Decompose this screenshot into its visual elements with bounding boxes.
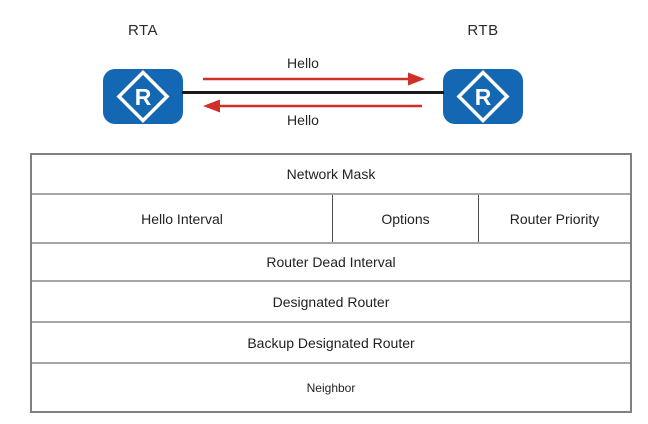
router-r-glyph: R [135, 84, 152, 110]
router-b-label: RTB [467, 22, 499, 39]
cell-hello-interval: Hello Interval [141, 210, 223, 227]
router-r-glyph: R [475, 84, 492, 110]
cell-router-dead-interval: Router Dead Interval [266, 254, 396, 270]
cell-options: Options [332, 195, 478, 242]
router-diamond-icon: R [456, 69, 510, 124]
table-row-neighbor: Neighbor [32, 362, 630, 411]
link-line [182, 91, 444, 94]
router-a-label: RTA [127, 22, 159, 39]
hello-arrows [203, 72, 425, 113]
hello-arrow-right-icon [203, 72, 425, 86]
hello-arrow-left-icon [203, 99, 422, 113]
cell-backup-designated-router: Backup Designated Router [247, 334, 415, 351]
hello-label-top: Hello [287, 55, 319, 71]
cell-neighbor: Neighbor [306, 380, 356, 395]
cell-designated-router: Designated Router [272, 293, 390, 310]
ospf-hello-diagram: RTA RTB R R Hello Hello [0, 0, 648, 153]
router-a-icon: R [103, 69, 183, 124]
cell-router-priority: Router Priority [478, 195, 630, 242]
table-row-router-dead-interval: Router Dead Interval [32, 242, 630, 280]
router-b-icon: R [443, 69, 523, 124]
table-row-network-mask: Network Mask [32, 155, 630, 193]
table-row-backup-designated-router: Backup Designated Router [32, 321, 630, 362]
table-row-hello-options-priority: Hello Interval Options Router Priority [32, 193, 630, 242]
hello-label-bottom: Hello [287, 112, 319, 128]
ospf-hello-packet-table: Network Mask Hello Interval Options Rout… [30, 153, 632, 413]
table-row-designated-router: Designated Router [32, 280, 630, 321]
router-diamond-icon: R [116, 69, 170, 124]
cell-network-mask: Network Mask [286, 166, 376, 182]
